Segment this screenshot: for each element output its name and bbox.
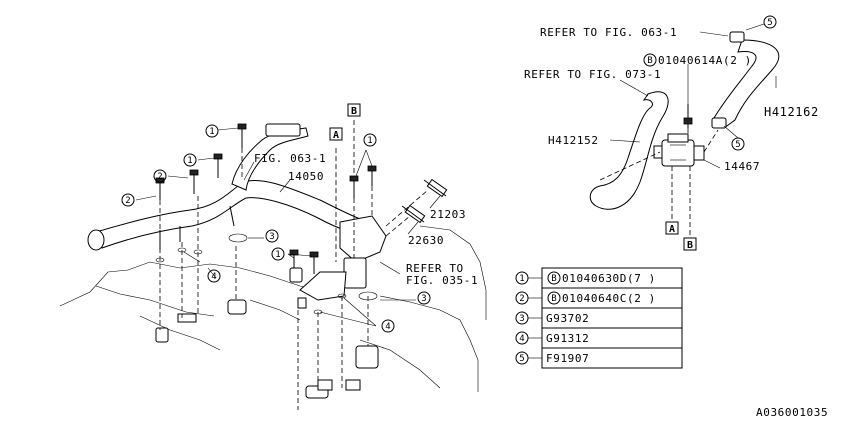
hose-h412152-label: H412152 [548,134,599,147]
sensor-22630-label: 22630 [408,234,444,247]
hose-assembly [589,23,780,236]
hose-h412162-label: H412162 [764,105,819,119]
refer-fig-035-line1: REFER TO [406,262,464,275]
pipe-flange [265,123,301,137]
pipe-right-section [339,215,387,263]
legend-row-4: 4 G91312 [515,331,589,345]
hose-h412152 [589,91,669,210]
pipe-14050-label: 14050 [288,170,324,183]
bolts [155,123,377,274]
bracket [343,257,367,289]
box-b-right: B [683,237,697,251]
legend-row-2: 2 B 01040640C(2 ) [515,291,656,305]
svg-text:2: 2 [519,294,524,304]
svg-text:01040630D(7 ): 01040630D(7 ) [562,272,656,285]
svg-text:5: 5 [735,140,740,150]
svg-text:3: 3 [269,232,274,242]
svg-text:3: 3 [519,314,524,324]
circled-1-b: 1 [183,153,197,167]
circled-4-b: 4 [381,319,395,333]
box-b-left: B [347,103,361,117]
assembly-lines [159,120,429,410]
legend-row-1: 1 B 01040630D(7 ) [515,271,656,285]
svg-text:A: A [333,130,339,141]
circled-1-d: 1 [271,247,285,261]
circled-b-bolt: B [643,53,657,67]
svg-text:5: 5 [519,354,524,364]
box-a-right: A [665,221,679,235]
svg-text:3: 3 [421,294,426,304]
engine-block-outline [59,261,479,392]
circled-5-mid: 5 [731,137,745,151]
valve-14467 [653,133,705,167]
refer-fig-073: REFER TO FIG. 073-1 [524,68,661,81]
circled-1-a: 1 [205,124,219,138]
circled-4-a: 4 [207,269,221,283]
svg-text:4: 4 [211,272,216,282]
circled-5-top: 5 [763,15,777,29]
circled-2-b: 2 [121,193,135,207]
box-a-left: A [329,127,343,141]
svg-text:F91907: F91907 [546,352,589,365]
svg-text:1: 1 [275,250,280,260]
svg-text:01040640C(2 ): 01040640C(2 ) [562,292,656,305]
parts-legend: 1 B 01040630D(7 ) 2 B 01040640C(2 ) 3 G9… [515,267,683,369]
svg-text:2: 2 [125,196,130,206]
svg-text:G93702: G93702 [546,312,589,325]
refer-fig-035-line2: FIG. 035-1 [406,274,478,287]
diagram-id: A036001035 [756,406,828,419]
engine-assembly [59,120,487,410]
svg-text:B: B [647,56,652,66]
circled-3-a: 3 [265,229,279,243]
pipe-branch [231,127,309,191]
sensor-21203-label: 21203 [430,208,466,221]
svg-text:B: B [551,294,556,304]
svg-text:G91312: G91312 [546,332,589,345]
svg-text:5: 5 [767,18,772,28]
refer-fig-063-top: REFER TO FIG. 063-1 [540,26,677,39]
circled-1-c: 1 [363,133,377,147]
hose-connector [711,117,727,129]
svg-text:B: B [551,274,556,284]
legend-row-5: 5 F91907 [515,351,589,365]
circled-2-a: 2 [153,169,167,183]
sensor-21203 [423,178,448,198]
circled-3-b: 3 [417,291,431,305]
svg-text:4: 4 [519,334,524,344]
valve-label: 14467 [724,160,760,173]
svg-text:A: A [669,224,675,235]
svg-text:1: 1 [519,274,524,284]
svg-text:1: 1 [187,156,192,166]
svg-text:1: 1 [367,136,372,146]
fig-063-label: FIG. 063-1 [254,152,326,165]
svg-text:B: B [351,106,357,117]
svg-text:2: 2 [157,172,162,182]
svg-text:4: 4 [385,322,390,332]
pipe-end [87,229,105,251]
legend-row-3: 3 G93702 [515,311,589,325]
hose-clamp-top [729,31,745,43]
svg-text:1: 1 [209,127,214,137]
bushing [289,267,303,283]
bolt-ref-label: 01040614A(2 ) [658,54,752,67]
svg-text:B: B [687,240,693,251]
bolt-valve [683,104,693,128]
leader-lines [135,127,441,327]
lower-mounts [155,299,379,399]
